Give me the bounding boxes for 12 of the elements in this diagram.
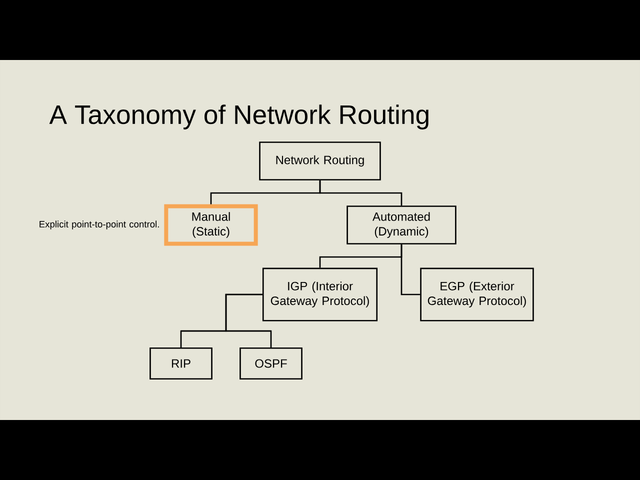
- category-box: EGP (Exterior Gateway Protocol): [420, 268, 534, 322]
- category-box: Automated (Dynamic): [346, 206, 456, 244]
- side-note: Explicit point-to-point control.: [40, 220, 159, 230]
- category-box: Network Routing: [259, 142, 381, 180]
- highlighted-box: Manual (Static): [164, 204, 258, 246]
- connector-line: [319, 180, 402, 206]
- connector-line: [225, 294, 272, 348]
- category-box: RIP: [150, 347, 212, 380]
- category-box: OSPF: [240, 347, 302, 380]
- connector-line: [400, 244, 420, 296]
- category-box: IGP (Interior Gateway Protocol): [262, 268, 378, 322]
- slide-title: A Taxonomy of Network Routing: [49, 104, 428, 130]
